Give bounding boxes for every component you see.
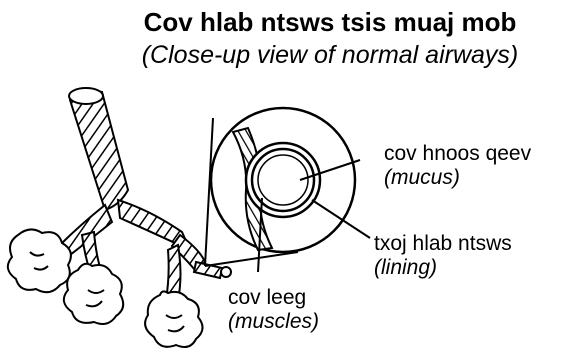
muscles-label-english: (muscles): [228, 310, 319, 333]
mucus-label-hmong: cov hnoos qeev: [384, 142, 531, 166]
closeup-circle: [211, 108, 355, 252]
muscles-label-hmong: cov leeg: [228, 286, 306, 310]
alveoli-clusters: [8, 229, 231, 347]
mucus-label-english: (mucus): [384, 166, 460, 189]
lining-label-hmong: txoj hlab ntsws: [374, 232, 512, 256]
lining-label-english: (lining): [374, 256, 437, 279]
